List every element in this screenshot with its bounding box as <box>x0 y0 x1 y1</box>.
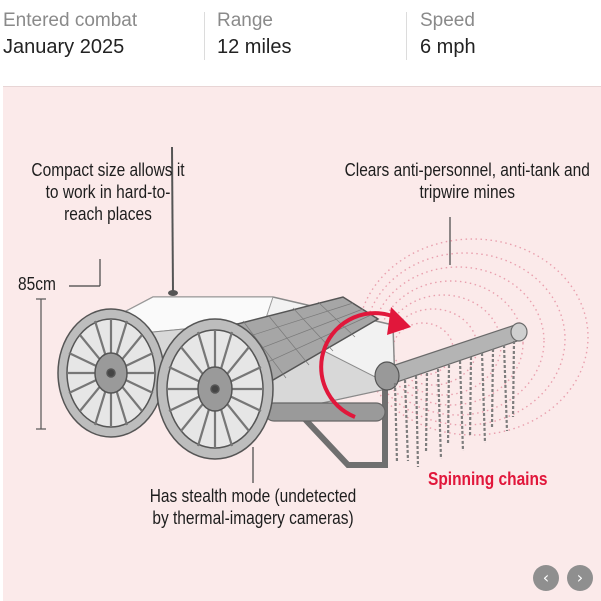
stat-entered-combat: Entered combat January 2025 <box>3 10 137 60</box>
wheel-front-left <box>156 318 274 460</box>
stat-label: Range <box>217 10 273 31</box>
annotation-compact-size: Compact size allows it to work in hard-t… <box>31 160 185 224</box>
antenna <box>171 146 174 294</box>
annotation-height: 85cm <box>18 274 56 294</box>
stat-label: Entered combat <box>3 10 138 31</box>
stat-value: 12 miles <box>217 36 292 58</box>
stat-value: 6 mph <box>420 36 476 58</box>
chain-rotor <box>374 322 528 391</box>
stats-bar: Entered combat January 2025 Range 12 mil… <box>0 0 601 84</box>
chain-arm <box>298 384 388 468</box>
stat-speed: Speed 6 mph <box>420 10 476 60</box>
wheel-rear-left <box>57 308 165 438</box>
stat-value: January 2025 <box>3 36 125 58</box>
robot-illustration <box>36 146 589 483</box>
carousel-next-button[interactable]: › <box>567 565 593 591</box>
rotation-arrow-icon <box>319 307 411 419</box>
spinning-chains <box>393 340 516 468</box>
annotation-stealth-mode: Has stealth mode (undetected by thermal-… <box>149 486 357 528</box>
stat-divider <box>204 12 205 60</box>
stat-label: Speed <box>420 10 475 31</box>
stat-divider <box>406 12 407 60</box>
annotation-spinning-chains: Spinning chains <box>428 469 548 489</box>
robot-diagram-panel: Compact size allows it to work in hard-t… <box>3 86 601 601</box>
annotation-clears-mines: Clears anti-personnel, anti-tank and tri… <box>344 160 590 202</box>
stat-range: Range 12 miles <box>217 10 291 60</box>
carousel-prev-button[interactable]: ‹ <box>533 565 559 591</box>
